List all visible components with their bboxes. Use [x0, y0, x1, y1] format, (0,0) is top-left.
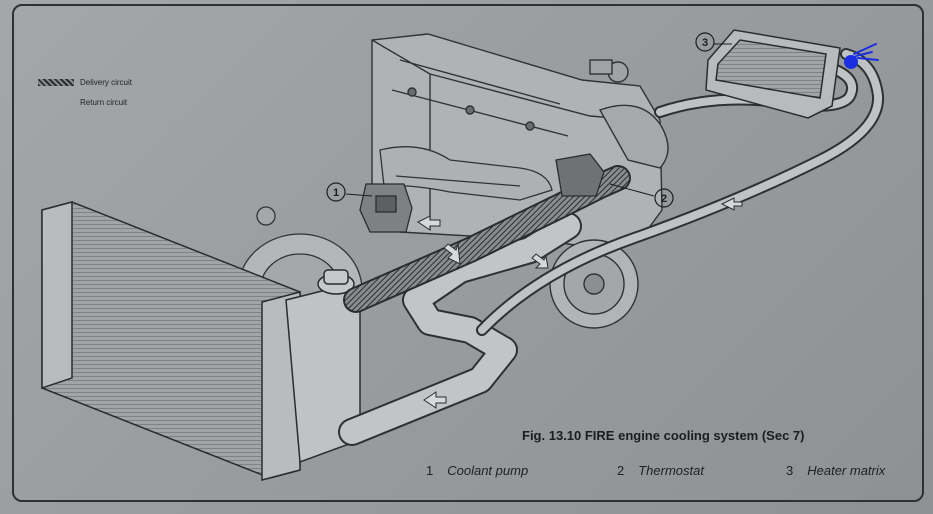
key-item-3-number: 3 — [786, 463, 794, 478]
figure-caption: Fig. 13.10 FIRE engine cooling system (S… — [522, 428, 805, 443]
figure-frame — [12, 4, 924, 502]
legend-delivery-label: Delivery circuit — [80, 78, 133, 87]
callout-2-number: 2 — [661, 193, 667, 205]
thermostat-housing — [555, 153, 605, 197]
callout-1: 1 — [326, 182, 373, 202]
crosshatch-swatch-icon — [38, 79, 74, 86]
key-item-1-label: Coolant pump — [447, 463, 529, 478]
manifold — [379, 146, 553, 201]
heater-return-hose — [476, 48, 885, 336]
key-item-1: 1 Coolant pump — [426, 463, 528, 478]
key-item-2: 2 Thermostat — [617, 463, 704, 478]
legend-return-label: Return circuit — [80, 98, 128, 107]
return-hose — [338, 212, 582, 446]
legend-return: Return circuit — [38, 98, 127, 107]
key-item-3-label: Heater matrix — [807, 463, 886, 478]
callout-2: 2 — [609, 183, 674, 208]
legend-delivery: Delivery circuit — [38, 78, 132, 87]
flow-arrows — [417, 197, 743, 409]
key-item-2-label: Thermostat — [638, 463, 704, 478]
callout-3-number: 3 — [702, 37, 708, 49]
delivery-hose — [343, 165, 631, 313]
heater-matrix — [705, 29, 841, 119]
coolant-pump — [359, 183, 413, 233]
callout-1-number: 1 — [333, 187, 339, 199]
radiator — [41, 201, 361, 481]
key-item-3: 3 Heater matrix — [786, 463, 885, 478]
callout-3: 3 — [695, 32, 732, 52]
key-item-2-number: 2 — [617, 463, 625, 478]
key-item-1-number: 1 — [426, 463, 434, 478]
blue-pen-mark-icon — [844, 43, 879, 69]
